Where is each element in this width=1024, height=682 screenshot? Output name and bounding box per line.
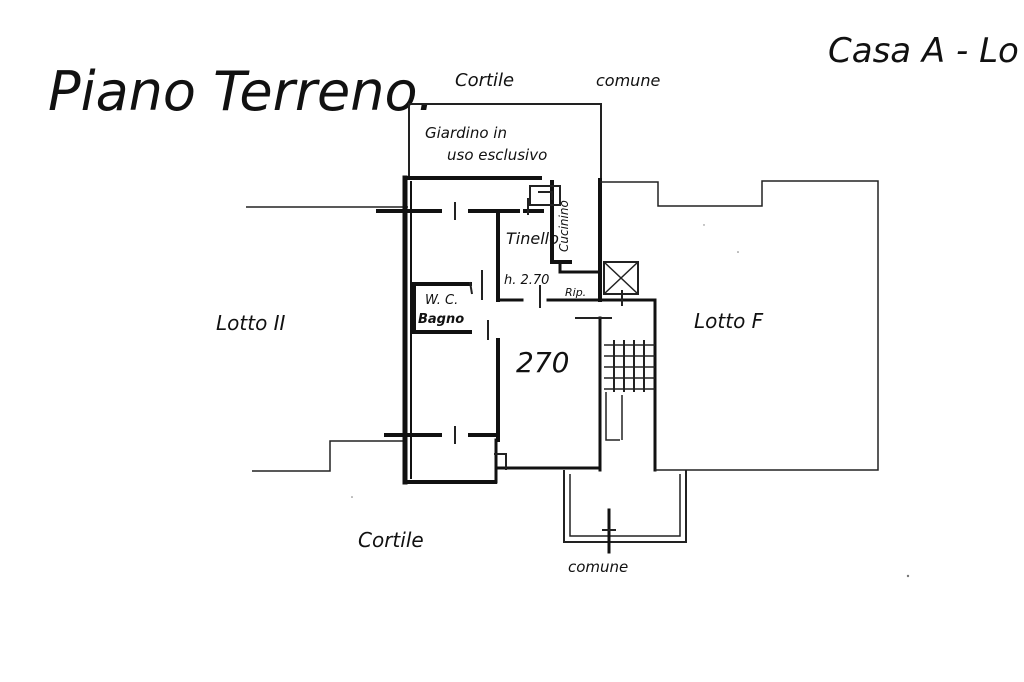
kitchen-area: Tinello Cucinino h. 2.70 Rip. — [498, 180, 600, 308]
courtyard-bottom-label: Cortile — [358, 528, 424, 552]
garden-area: Giardino in uso esclusivo — [408, 103, 602, 180]
scan-noise — [351, 224, 910, 578]
elevator-shaft — [598, 261, 657, 306]
building-label: Casa A - Lo — [828, 31, 1019, 71]
bottom-entrance — [494, 453, 687, 554]
plan-title: Piano Terreno. — [48, 60, 435, 123]
garden-label-line2: uso esclusivo — [447, 146, 547, 164]
common-bottom-label: comune — [568, 558, 628, 576]
cucinino-label: Cucinino — [557, 200, 571, 252]
bathroom: W. C. Bagno — [412, 270, 489, 340]
lotto-right-label: Lotto F — [694, 309, 764, 333]
tinello-label: Tinello — [506, 229, 559, 248]
bathroom-label: Bagno — [418, 312, 464, 327]
wc-label: W. C. — [425, 293, 458, 308]
courtyard-top-label: Cortile — [455, 70, 514, 91]
lotto-left-outline — [246, 206, 408, 472]
garden-label: Giardino in — [425, 124, 507, 142]
ceiling-height-label: h. 2.70 — [504, 273, 549, 288]
lotto-right-outline — [600, 180, 879, 471]
area-number: 270 — [516, 346, 569, 379]
stairwell — [575, 298, 657, 472]
storage-label: Rip. — [565, 286, 586, 299]
lotto-left-label: Lotto II — [216, 311, 286, 335]
common-top-label: comune — [596, 71, 660, 90]
apartment-walls — [376, 175, 602, 485]
